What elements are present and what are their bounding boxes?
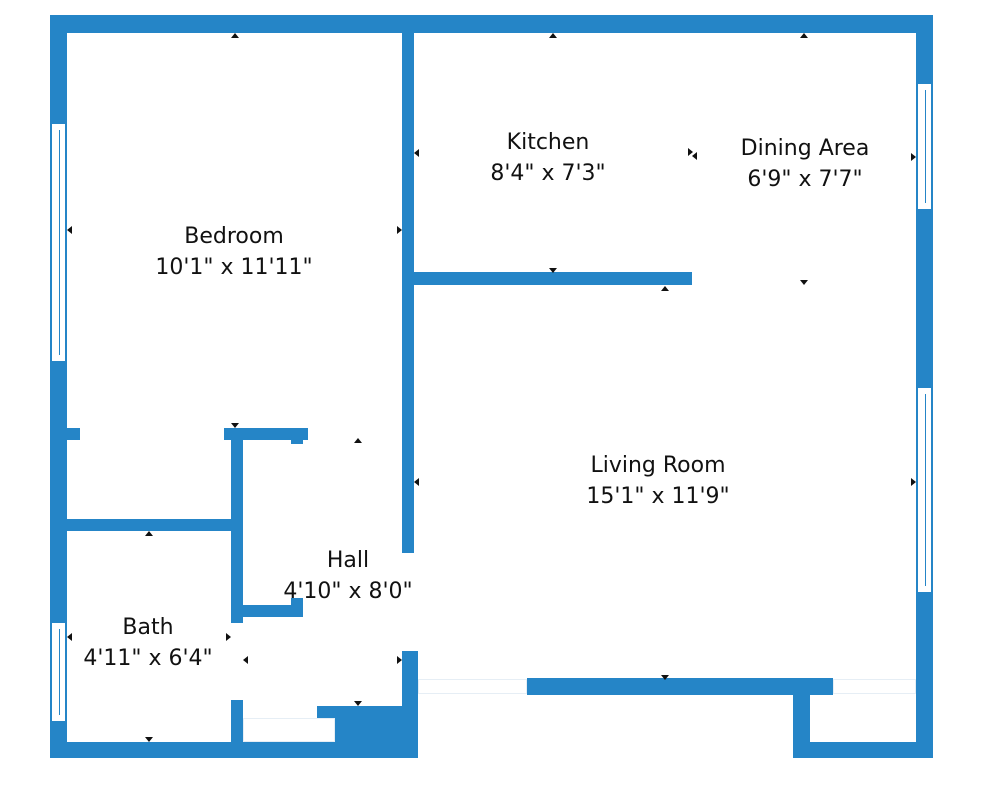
room-size: 4'10" x 8'0" xyxy=(283,579,413,604)
room-kitchen: Kitchen 8'4" x 7'3" xyxy=(490,127,605,189)
marker-icon xyxy=(397,656,402,664)
room-bedroom: Bedroom 10'1" x 11'11" xyxy=(155,221,312,283)
window-dining xyxy=(917,83,932,210)
marker-icon xyxy=(800,280,808,285)
wall-closet-bottom xyxy=(243,605,303,617)
wall-living-bottom xyxy=(527,678,833,695)
door-living-left xyxy=(418,679,527,694)
door-living-right xyxy=(833,679,916,694)
marker-icon xyxy=(911,153,916,161)
wall-bath-top xyxy=(67,519,231,531)
wall-bath-hall-lower xyxy=(231,700,243,758)
window-bedroom xyxy=(51,123,66,362)
wall-top xyxy=(50,15,933,33)
opening-bottom xyxy=(243,718,335,742)
marker-icon xyxy=(354,438,362,443)
room-name: Dining Area xyxy=(740,136,870,161)
room-name: Kitchen xyxy=(506,130,590,155)
marker-icon xyxy=(67,633,72,641)
marker-icon xyxy=(549,33,557,38)
room-name: Bath xyxy=(122,615,174,640)
marker-icon xyxy=(800,33,808,38)
room-dining-area: Dining Area 6'9" x 7'7" xyxy=(741,133,870,195)
room-living-room: Living Room 15'1" x 11'9" xyxy=(586,450,729,512)
wall-step xyxy=(793,680,810,758)
marker-icon xyxy=(231,33,239,38)
wall-closet-post xyxy=(291,598,303,617)
window-bath xyxy=(51,622,66,722)
room-hall: Hall 4'10" x 8'0" xyxy=(283,545,412,607)
marker-icon xyxy=(354,701,362,706)
marker-icon xyxy=(661,675,669,680)
marker-icon xyxy=(661,286,669,291)
marker-icon xyxy=(692,152,697,160)
marker-icon xyxy=(145,531,153,536)
marker-icon xyxy=(688,148,693,156)
marker-icon xyxy=(243,656,248,664)
wall-bath-hall xyxy=(231,428,243,623)
room-size: 15'1" x 11'9" xyxy=(586,484,730,509)
marker-icon xyxy=(67,226,72,234)
marker-icon xyxy=(911,478,916,486)
room-size: 6'9" x 7'7" xyxy=(747,167,863,192)
wall-bedroom-stub xyxy=(67,428,80,440)
room-size: 10'1" x 11'11" xyxy=(155,255,313,280)
marker-icon xyxy=(226,633,231,641)
wall-kitchen-bottom xyxy=(414,272,692,285)
marker-icon xyxy=(145,737,153,742)
marker-icon xyxy=(231,423,239,428)
marker-icon xyxy=(414,149,419,157)
room-size: 4'11" x 6'4" xyxy=(83,646,213,671)
room-name: Living Room xyxy=(590,453,726,478)
wall-corner-block xyxy=(335,706,418,758)
wall-bedroom-bottom xyxy=(224,428,308,440)
room-name: Bedroom xyxy=(184,224,284,249)
room-name: Hall xyxy=(326,548,370,573)
wall-bedroom-kitchen xyxy=(402,33,414,553)
room-size: 8'4" x 7'3" xyxy=(490,161,606,186)
marker-icon xyxy=(549,268,557,273)
wall-closet-stub xyxy=(291,428,303,444)
wall-bottom-right xyxy=(793,742,933,758)
wall-corner-ledge xyxy=(317,706,337,718)
window-living xyxy=(917,387,932,593)
room-bath: Bath 4'11" x 6'4" xyxy=(83,612,212,674)
marker-icon xyxy=(397,226,402,234)
marker-icon xyxy=(414,478,419,486)
